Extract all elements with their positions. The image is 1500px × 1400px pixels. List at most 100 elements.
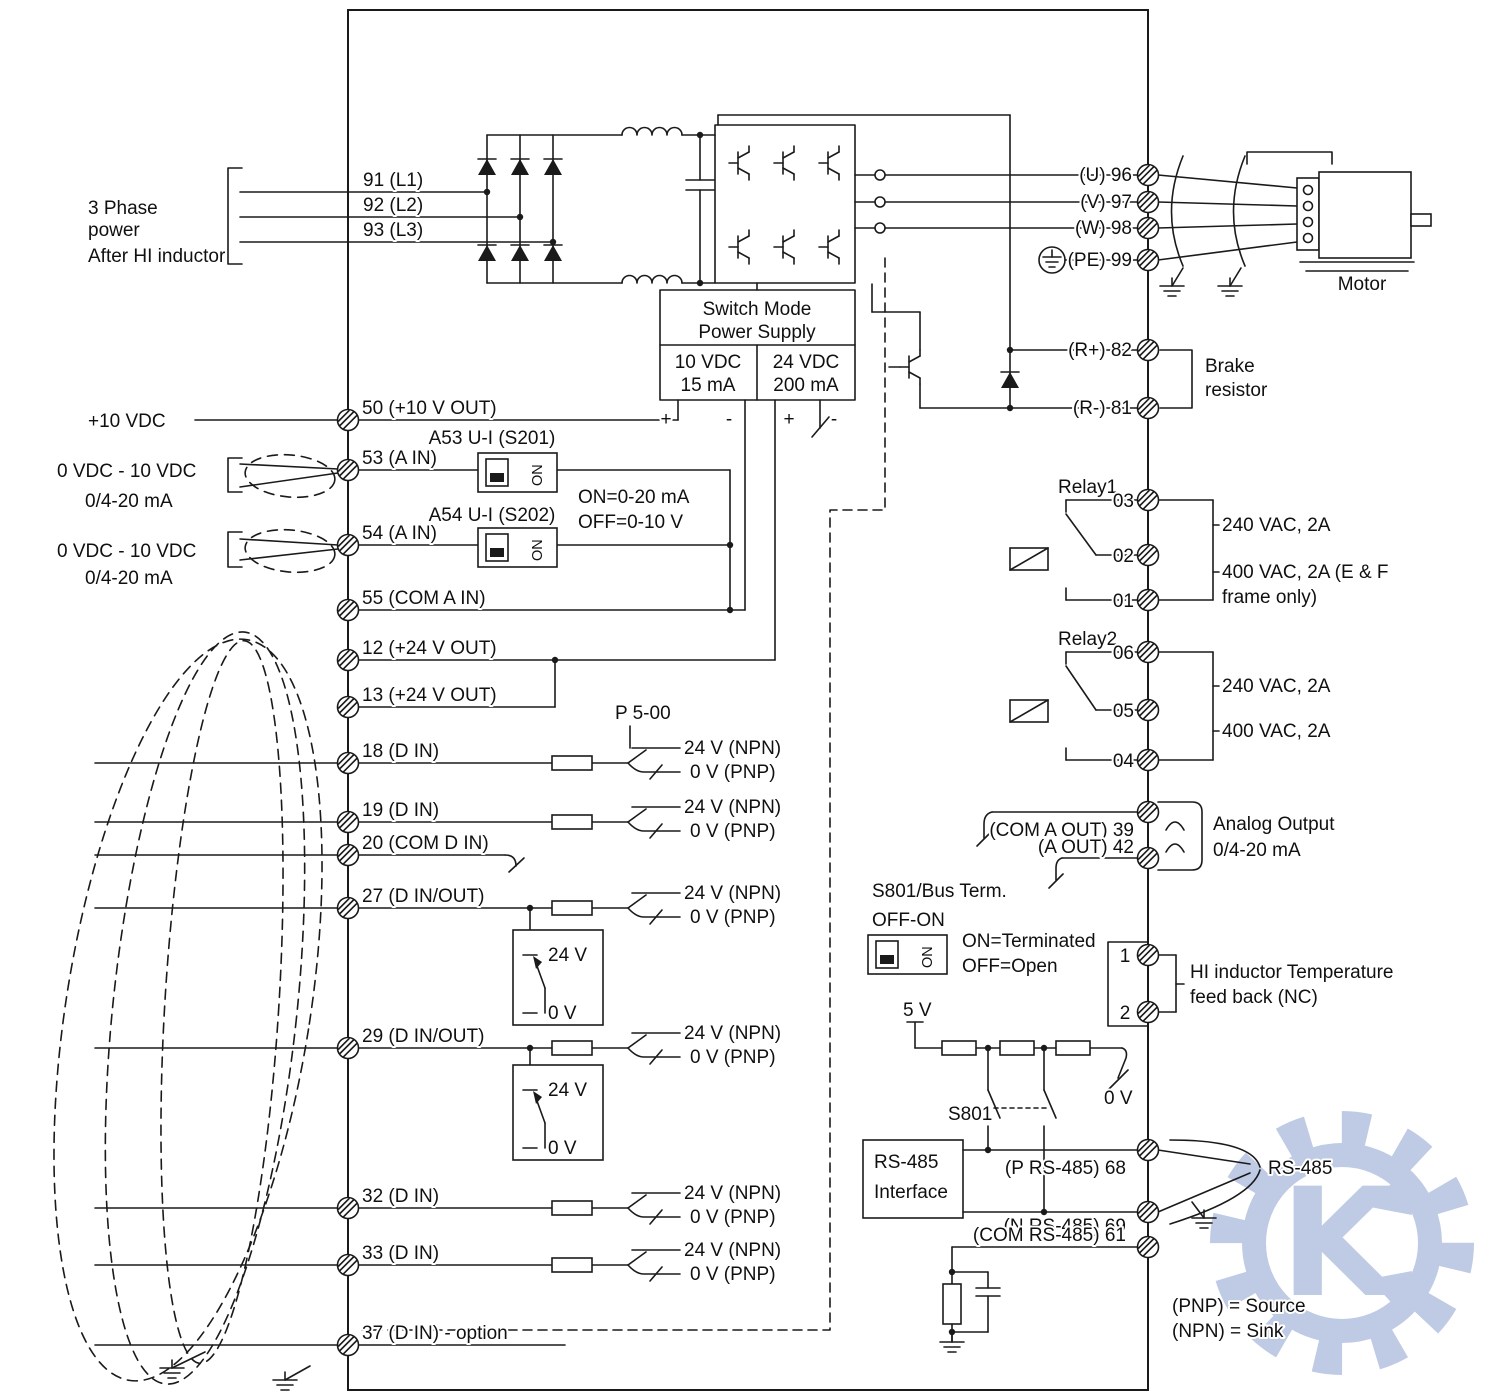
label-terminal-50: 50 (+10 V OUT) <box>362 398 497 419</box>
label-on-mode: ON=0-20 mA <box>578 487 690 508</box>
label-relay2-400vac: 400 VAC, 2A <box>1222 721 1331 742</box>
label-s801: S801 <box>948 1104 992 1125</box>
label-24vdc: 24 VDC <box>773 352 840 373</box>
gear-ring-icon <box>1242 1143 1442 1343</box>
label-power: power <box>88 220 140 241</box>
label-pe-99: (PE) 99 <box>1068 250 1132 271</box>
label-terminal-13: 13 (+24 V OUT) <box>362 685 497 706</box>
label-npn-29: 24 V (NPN) <box>684 1023 781 1044</box>
label-analog-output-range: 0/4-20 mA <box>1213 840 1301 861</box>
label-npn-32: 24 V (NPN) <box>684 1183 781 1204</box>
label-93-l3: 93 (L3) <box>363 220 423 241</box>
label-pnp-29: 0 V (PNP) <box>690 1047 776 1068</box>
label-w-98: (W) 98 <box>1075 218 1132 239</box>
label-npn-18: 24 V (NPN) <box>684 738 781 759</box>
label-motor: Motor <box>1338 274 1387 295</box>
label-06: 06 <box>1113 643 1134 664</box>
arrow-down-icon <box>1370 1271 1412 1319</box>
label-npn-33: 24 V (NPN) <box>684 1240 781 1261</box>
label-box27-24v: 24 V <box>548 945 587 966</box>
label-p-rs485-68: (P RS-485) 68 <box>1005 1158 1126 1179</box>
label-91-l1: 91 (L1) <box>363 170 423 191</box>
label-off-on: OFF-ON <box>872 910 945 931</box>
label-terminal-29: 29 (D IN/OUT) <box>362 1026 484 1047</box>
label-92-l2: 92 (L2) <box>363 195 423 216</box>
label-rs485-box-2: Interface <box>874 1182 948 1203</box>
bus-termination-section <box>866 933 949 976</box>
label-minus-24v: - <box>831 409 837 430</box>
label-03: 03 <box>1113 491 1134 512</box>
label-s801-bus-term: S801/Bus Term. <box>872 881 1007 902</box>
label-n-rs485-69: (N RS-485) 69 <box>1004 1216 1127 1237</box>
label-com-rs485-61: (COM RS-485) 61 <box>973 1225 1126 1246</box>
smps-section <box>659 282 856 661</box>
label-box29-0v: 0 V <box>548 1138 577 1159</box>
label-r-minus-81: (R-) 81 <box>1073 398 1132 419</box>
analog-input-section <box>194 419 746 614</box>
label-terminal-27: 27 (D IN/OUT) <box>362 886 484 907</box>
label-terminal-20: 20 (COM D IN) <box>362 833 489 854</box>
digital-input-section <box>357 656 776 1346</box>
label-box29-24v: 24 V <box>548 1080 587 1101</box>
label-temp-2: 2 <box>1120 1003 1131 1024</box>
label-npn-sink: (NPN) = Sink <box>1172 1321 1284 1342</box>
gear-teeth-icon <box>1210 1111 1474 1375</box>
relay-section <box>1009 499 1220 761</box>
label-relay1: Relay1 <box>1058 477 1117 498</box>
label-a-out-42: (A OUT) 42 <box>1038 837 1134 858</box>
label-terminal-12: 12 (+24 V OUT) <box>362 638 497 659</box>
label-a54-switch: A54 U-I (S202) <box>429 505 556 526</box>
label-range-v-2: 0 VDC - 10 VDC <box>57 541 196 562</box>
label-range-ma-1: 0/4-20 mA <box>85 491 173 512</box>
label-200ma: 200 mA <box>773 375 839 396</box>
label-on-terminated: ON=Terminated <box>962 931 1096 952</box>
label-a53-switch: A53 U-I (S201) <box>429 428 556 449</box>
label-off-open: OFF=Open <box>962 956 1058 977</box>
label-brake: Brake <box>1205 356 1255 377</box>
label-hi-inductor-temp: HI inductor Temperature <box>1190 962 1393 983</box>
label-temp-1: 1 <box>1120 946 1131 967</box>
label-terminal-18: 18 (D IN) <box>362 741 439 762</box>
label-v-97: (V) 97 <box>1080 192 1132 213</box>
label-pnp-18: 0 V (PNP) <box>690 762 776 783</box>
label-terminal-55: 55 (COM A IN) <box>362 588 486 609</box>
label-feedback-nc: feed back (NC) <box>1190 987 1318 1008</box>
label-pnp-32: 0 V (PNP) <box>690 1207 776 1228</box>
label-terminal-33: 33 (D IN) <box>362 1243 439 1264</box>
label-npn-27: 24 V (NPN) <box>684 883 781 904</box>
label-plus-10vdc: +10 VDC <box>88 411 166 432</box>
label-3-phase: 3 Phase <box>88 198 158 219</box>
label-relay1-240vac: 240 VAC, 2A <box>1222 515 1331 536</box>
power-input-section <box>227 126 716 287</box>
label-box27-0v: 0 V <box>548 1003 577 1024</box>
label-smps-title2: Power Supply <box>698 322 816 343</box>
label-01: 01 <box>1113 591 1134 612</box>
inverter-section <box>714 124 856 284</box>
label-02: 02 <box>1113 546 1134 567</box>
rs485-section <box>862 1021 1261 1353</box>
label-04: 04 <box>1113 751 1135 772</box>
temp-feedback-section <box>1107 941 1185 1027</box>
label-after-hi-inductor: After HI inductor <box>88 246 226 267</box>
label-off-mode: OFF=0-10 V <box>578 512 683 533</box>
label-range-v-1: 0 VDC - 10 VDC <box>57 461 196 482</box>
label-pnp-19: 0 V (PNP) <box>690 821 776 842</box>
label-u-96: (U) 96 <box>1079 165 1132 186</box>
label-15ma: 15 mA <box>681 375 736 396</box>
analog-output-section <box>976 801 1203 889</box>
label-plus-24v: + <box>783 409 794 430</box>
label-terminal-53: 53 (A IN) <box>362 448 437 469</box>
label-relay1-400vac-2: frame only) <box>1222 587 1317 608</box>
label-relay1-400vac-1: 400 VAC, 2A (E & F <box>1222 562 1389 583</box>
labels: 3 Phase power After HI inductor 91 (L1) … <box>55 163 1395 1346</box>
label-rs485-box-1: RS-485 <box>874 1152 938 1173</box>
label-relay2-240vac: 240 VAC, 2A <box>1222 676 1331 697</box>
motor-output-section <box>854 151 1432 297</box>
label-r-plus-82: (R+) 82 <box>1068 340 1132 361</box>
label-com-a-out-39: (COM A OUT) 39 <box>989 820 1134 841</box>
label-terminal-32: 32 (D IN) <box>362 1186 439 1207</box>
label-terminal-54: 54 (A IN) <box>362 523 437 544</box>
label-resistor: resistor <box>1205 380 1268 401</box>
